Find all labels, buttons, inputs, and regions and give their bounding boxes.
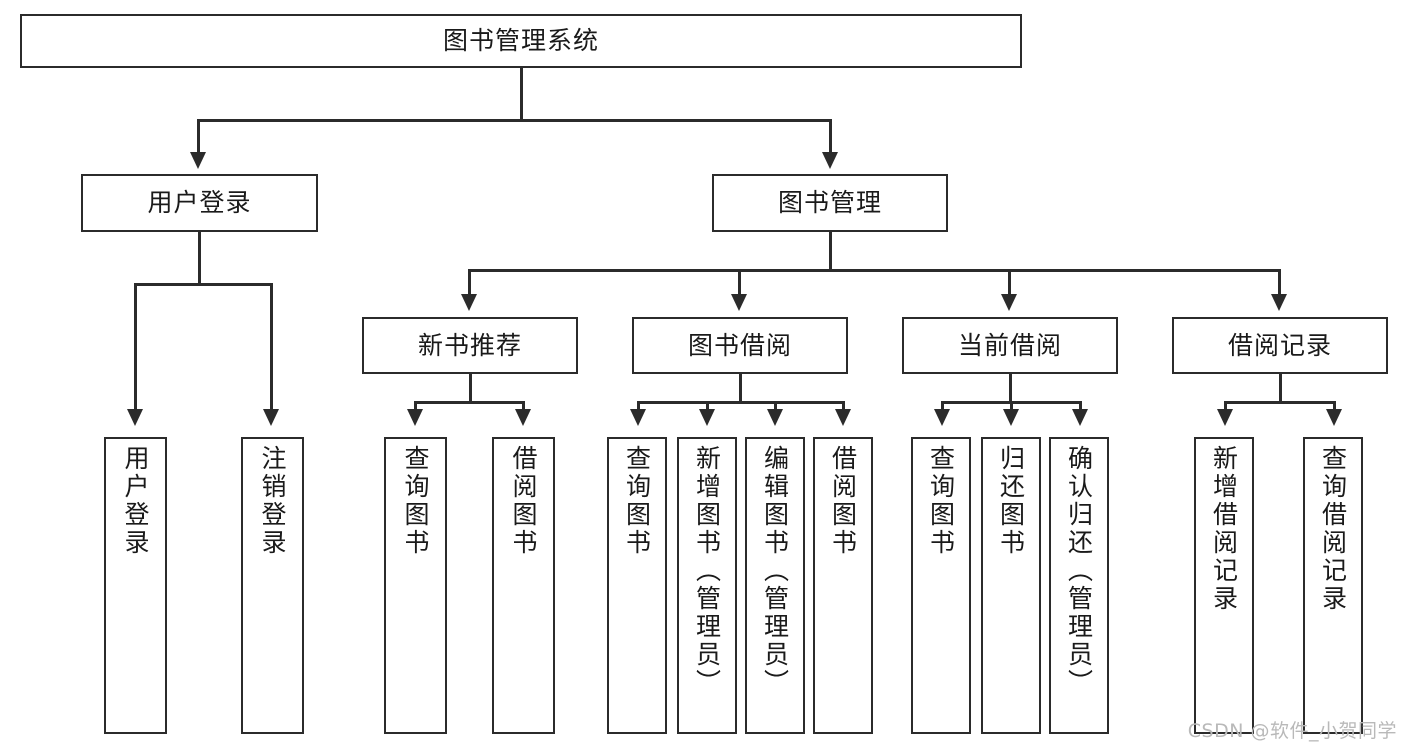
node-leaf-query-book-2[interactable]: 查询图书: [607, 437, 667, 734]
node-book-manage[interactable]: 图书管理: [712, 174, 948, 232]
node-new-book-rec[interactable]: 新书推荐: [362, 317, 578, 374]
node-leaf-query-book-3[interactable]: 查询图书: [911, 437, 971, 734]
node-leaf-confirm-return[interactable]: 确认归还（管理员）: [1049, 437, 1109, 734]
node-leaf-borrow-book-1[interactable]: 借阅图书: [492, 437, 555, 734]
connector-new-book-rec-leaf-2: [522, 401, 525, 413]
node-leaf-return-book[interactable]: 归还图书: [981, 437, 1041, 734]
node-leaf-logout[interactable]: 注销登录: [241, 437, 304, 734]
connector-book-borrow-leaf-4: [842, 401, 845, 413]
node-label: 图书借阅: [687, 330, 792, 360]
connector-user-login-to-leaf-2: [270, 283, 273, 413]
connector-borrow-record-leaf-2: [1333, 401, 1336, 413]
arrowhead-leaf-add-record: [1217, 409, 1233, 426]
connector-borrow-record-bus: [1224, 401, 1335, 404]
node-leaf-borrow-book-2[interactable]: 借阅图书: [813, 437, 873, 734]
node-leaf-user-login[interactable]: 用户登录: [104, 437, 167, 734]
arrowhead-leaf-query-book-2: [630, 409, 646, 426]
csdn-watermark: CSDN @软件_小贺同学: [1187, 720, 1397, 742]
connector-book-borrow-bus: [637, 401, 844, 404]
node-label: 编辑图书（管理员）: [760, 445, 790, 697]
node-book-borrow[interactable]: 图书借阅: [632, 317, 848, 374]
node-label: 查询借阅记录: [1318, 445, 1348, 613]
connector-current-borrow-stem: [1009, 374, 1012, 403]
node-label: 图书管理: [777, 188, 882, 217]
connector-new-book-rec-leaf-1: [414, 401, 417, 413]
connector-borrow-record-leaf-1: [1224, 401, 1227, 413]
arrowhead-leaf-user-login: [127, 409, 143, 426]
connector-user-login-stem: [198, 232, 201, 285]
connector-root-bus: [197, 119, 831, 122]
node-leaf-add-record[interactable]: 新增借阅记录: [1194, 437, 1254, 734]
connector-root-stem: [520, 68, 523, 121]
node-label: 借阅图书: [828, 445, 858, 557]
node-root-system[interactable]: 图书管理系统: [20, 14, 1022, 68]
node-label: 借阅记录: [1227, 330, 1332, 360]
arrowhead-book-borrow: [731, 294, 747, 311]
arrowhead-leaf-confirm-return: [1072, 409, 1088, 426]
node-leaf-add-book[interactable]: 新增图书（管理员）: [677, 437, 737, 734]
arrowhead-current-borrow: [1001, 294, 1017, 311]
node-leaf-query-record[interactable]: 查询借阅记录: [1303, 437, 1363, 734]
connector-root-to-book-manage: [829, 119, 832, 157]
arrowhead-book-manage: [822, 152, 838, 169]
node-borrow-record[interactable]: 借阅记录: [1172, 317, 1388, 374]
arrowhead-leaf-borrow-book-2: [835, 409, 851, 426]
node-label: 查询图书: [401, 445, 430, 557]
arrowhead-leaf-logout: [263, 409, 279, 426]
node-label: 当前借阅: [957, 330, 1062, 360]
connector-current-borrow-leaf-3: [1079, 401, 1082, 413]
arrowhead-borrow-record: [1271, 294, 1287, 311]
node-label: 新增借阅记录: [1209, 445, 1239, 613]
connector-user-login-bus: [134, 283, 271, 286]
connector-new-book-rec-stem: [469, 374, 472, 403]
arrowhead-user-login: [190, 152, 206, 169]
arrowhead-leaf-query-book-3: [934, 409, 950, 426]
node-label: 确认归还（管理员）: [1064, 445, 1094, 697]
arrowhead-leaf-query-record: [1326, 409, 1342, 426]
arrowhead-leaf-borrow-book-1: [515, 409, 531, 426]
connector-current-borrow-leaf-2: [1010, 401, 1013, 413]
connector-to-current-borrow: [1008, 269, 1011, 298]
connector-current-borrow-leaf-1: [941, 401, 944, 413]
node-label: 用户登录: [121, 445, 150, 557]
connector-book-borrow-stem: [739, 374, 742, 403]
node-leaf-query-book-1[interactable]: 查询图书: [384, 437, 447, 734]
node-label: 借阅图书: [509, 445, 538, 557]
connector-book-borrow-leaf-1: [637, 401, 640, 413]
arrowhead-leaf-query-book-1: [407, 409, 423, 426]
node-label: 图书管理系统: [442, 26, 599, 55]
connector-to-book-borrow: [738, 269, 741, 298]
node-label: 新增图书（管理员）: [692, 445, 722, 697]
connector-new-book-rec-bus: [414, 401, 524, 404]
connector-root-to-user-login: [197, 119, 200, 157]
node-leaf-edit-book[interactable]: 编辑图书（管理员）: [745, 437, 805, 734]
connector-book-manage-bus: [468, 269, 1280, 272]
connector-to-new-book-rec: [468, 269, 471, 298]
connector-book-borrow-leaf-2: [706, 401, 709, 413]
node-label: 查询图书: [622, 445, 652, 557]
arrowhead-new-book-rec: [461, 294, 477, 311]
arrowhead-leaf-return-book: [1003, 409, 1019, 426]
connector-to-borrow-record: [1278, 269, 1281, 298]
arrowhead-leaf-edit-book: [767, 409, 783, 426]
node-user-login[interactable]: 用户登录: [81, 174, 318, 232]
node-label: 归还图书: [996, 445, 1026, 557]
node-current-borrow[interactable]: 当前借阅: [902, 317, 1118, 374]
node-label: 新书推荐: [417, 330, 522, 360]
node-label: 注销登录: [258, 445, 287, 557]
connector-book-borrow-leaf-3: [774, 401, 777, 413]
connector-borrow-record-stem: [1279, 374, 1282, 403]
node-label: 查询图书: [926, 445, 956, 557]
connector-user-login-to-leaf-1: [134, 283, 137, 413]
arrowhead-leaf-add-book: [699, 409, 715, 426]
node-label: 用户登录: [147, 188, 252, 217]
connector-book-manage-stem: [829, 232, 832, 271]
